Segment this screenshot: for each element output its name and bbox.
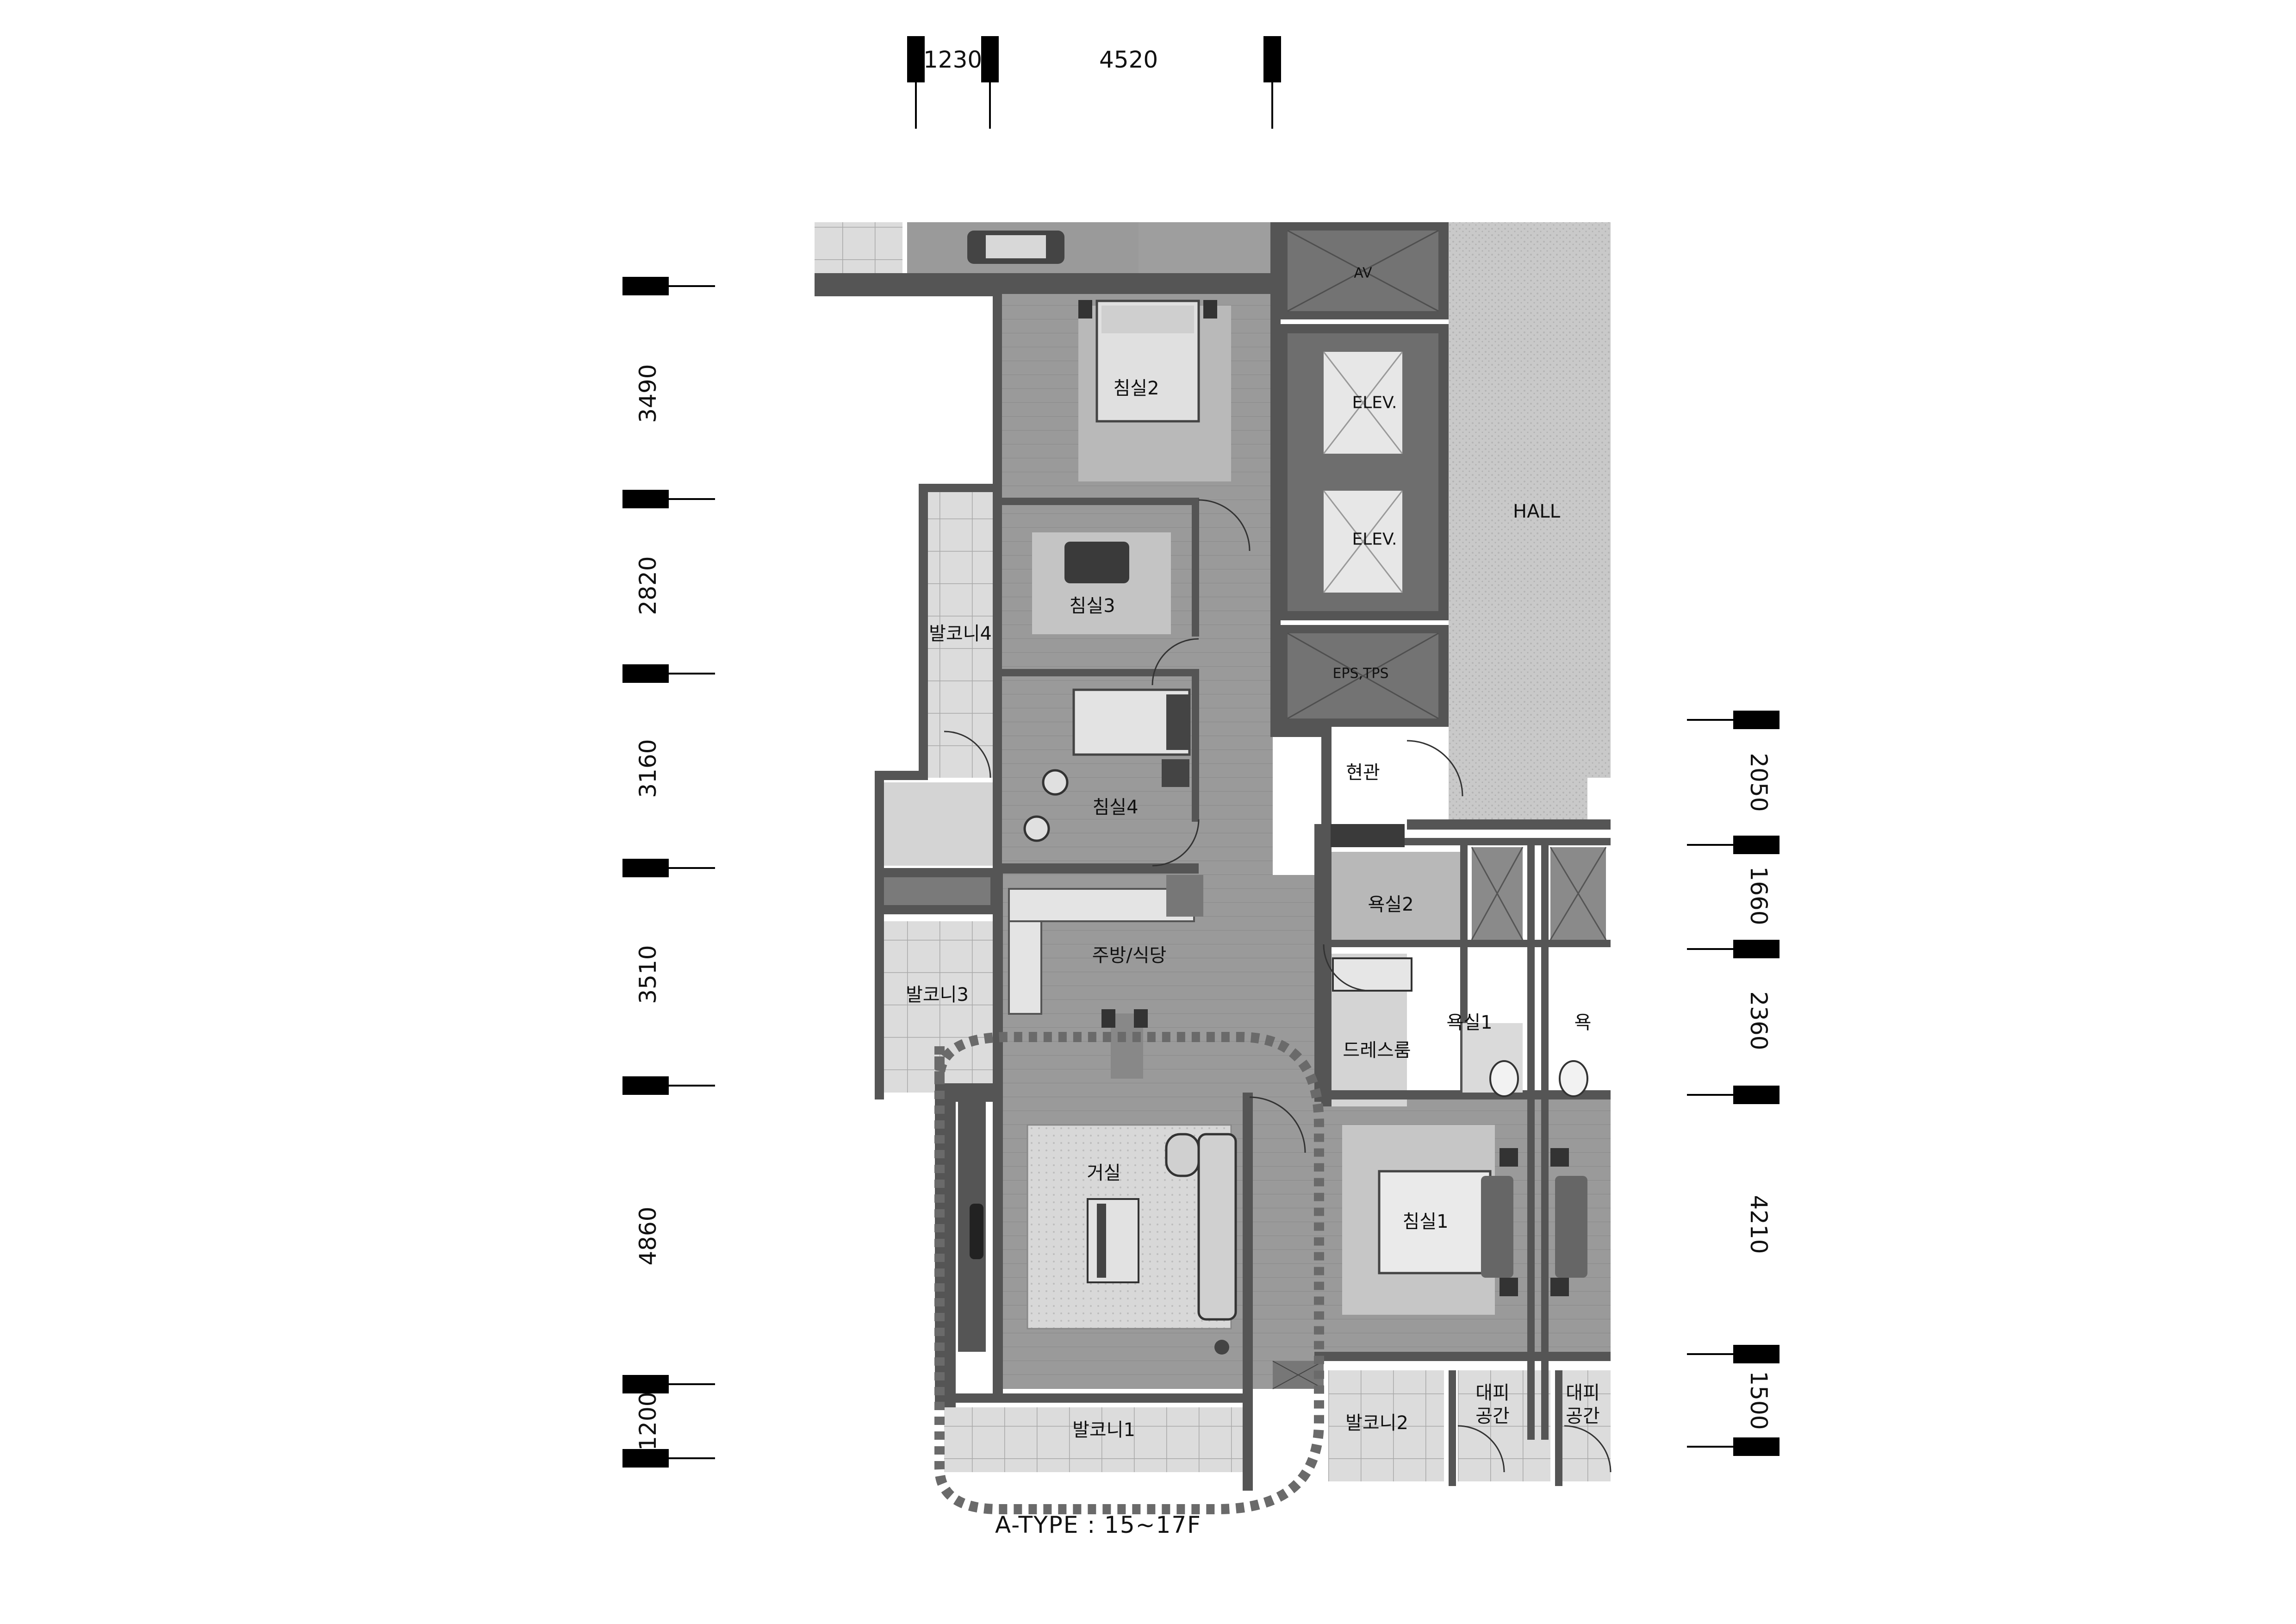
- dimension-ticks: [622, 36, 1780, 1468]
- room-label-balcony3: 발코니3: [906, 984, 969, 1006]
- room-label-hall: HALL: [1512, 501, 1561, 522]
- room-label-entrance: 현관: [1346, 762, 1380, 783]
- room-label-refuge-space-2-line2: 공간: [1566, 1405, 1600, 1427]
- room-label-kitchen-dining: 주방/식당: [1092, 945, 1167, 966]
- top-dimension-1230: 1230: [923, 46, 983, 73]
- room-label-bedroom3: 침실3: [1069, 595, 1115, 617]
- room-label-refuge-space-2-line1: 대피: [1566, 1382, 1600, 1404]
- room-label-eps-tps: EPS,TPS: [1332, 665, 1389, 682]
- balconies: [879, 491, 1611, 1481]
- left-dimension-3160: 3160: [635, 739, 661, 798]
- room-label-bathroom2: 욕실2: [1368, 894, 1414, 915]
- room-label-balcony2: 발코니2: [1345, 1412, 1408, 1434]
- room-label-balcony1: 발코니1: [1072, 1419, 1135, 1441]
- room-label-balcony4: 발코니4: [929, 623, 992, 644]
- door-swings: [944, 499, 1612, 1473]
- left-dimension-1200: 1200: [635, 1392, 661, 1451]
- right-dimension-2050: 2050: [1745, 753, 1772, 812]
- plan-caption: A-TYPE : 15~17F: [995, 1512, 1201, 1538]
- room-label-bathroom1: 욕실1: [1446, 1012, 1493, 1033]
- core: [1277, 222, 1611, 824]
- left-dimension-4860: 4860: [635, 1206, 661, 1266]
- room-label-av: AV: [1354, 265, 1372, 281]
- room-label-bathroom1-partial: 욕: [1574, 1012, 1592, 1033]
- room-label-bedroom4: 침실4: [1092, 797, 1139, 818]
- left-dimension-3510: 3510: [635, 945, 661, 1004]
- room-label-living: 거실: [1087, 1162, 1121, 1184]
- room-label-dressroom: 드레스룸: [1343, 1040, 1411, 1061]
- highlight-outline: [934, 1032, 1324, 1514]
- left-dimension-2820: 2820: [635, 556, 661, 615]
- right-dimension-1660: 1660: [1745, 866, 1772, 925]
- room-label-elevator-2: ELEV.: [1352, 530, 1397, 549]
- shafts: [1272, 847, 1607, 1389]
- room-label-refuge-space-1-line2: 공간: [1475, 1405, 1510, 1427]
- right-dimension-1500: 1500: [1745, 1371, 1772, 1430]
- top-dimension-4520: 4520: [1099, 46, 1158, 73]
- room-label-bedroom1: 침실1: [1402, 1211, 1449, 1232]
- room-label-elevator-1: ELEV.: [1352, 393, 1397, 412]
- furniture: [958, 300, 1588, 1355]
- room-label-bedroom2: 침실2: [1113, 378, 1159, 399]
- right-dimension-4210: 4210: [1745, 1195, 1772, 1254]
- room-label-refuge-space-1-line1: 대피: [1475, 1382, 1510, 1404]
- left-dimension-3490: 3490: [635, 364, 661, 423]
- right-dimension-2360: 2360: [1745, 991, 1772, 1050]
